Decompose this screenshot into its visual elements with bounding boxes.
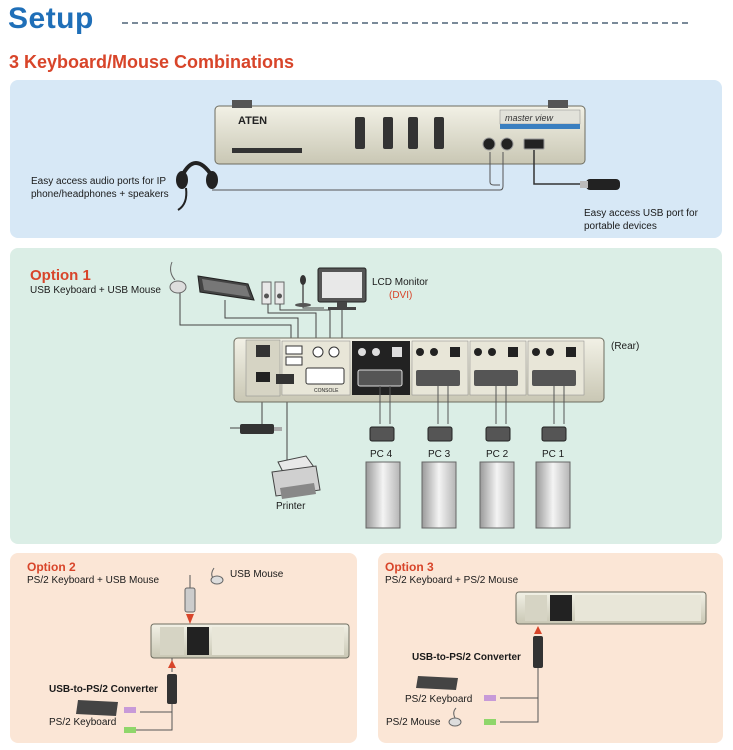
title-divider — [122, 22, 688, 24]
ps2-keyboard-icon — [76, 700, 118, 716]
option2-title: Option 2 — [27, 560, 76, 574]
port-selection-buttons — [355, 117, 444, 149]
option3-ps2-keyboard-label: PS/2 Keyboard — [405, 694, 473, 705]
pc-label-3: PC 3 — [428, 449, 451, 460]
usb-keyboard-icon — [197, 275, 255, 301]
option2-ps2-keyboard-label: PS/2 Keyboard — [49, 717, 117, 728]
usb-mouse-icon — [169, 261, 187, 294]
ps2-mouse-icon — [448, 717, 462, 727]
option3-title: Option 3 — [385, 560, 434, 574]
option3-ps2-mouse-label: PS/2 Mouse — [386, 717, 441, 728]
microphone-icon — [295, 275, 311, 307]
pc-towers — [365, 461, 571, 529]
device-model-label: master view — [505, 113, 554, 123]
ps2-keyboard-icon-2 — [416, 676, 458, 690]
section-title: 3 Keyboard/Mouse Combinations — [9, 52, 295, 72]
usb-to-ps2-converter-icon — [167, 674, 177, 704]
aten-logo: ATEN — [238, 115, 267, 127]
lcd-monitor-label: LCD Monitor — [372, 277, 429, 288]
option3-section — [378, 553, 723, 743]
option2-converter-label: USB-to-PS/2 Converter — [49, 684, 158, 695]
usb-port-label: Easy access USB port for portable device… — [584, 208, 698, 232]
kvm-rear-panel — [233, 337, 605, 403]
audio-ports-label: Easy access audio ports for IP phone/hea… — [31, 176, 169, 200]
pc-label-4: PC 4 — [370, 449, 393, 460]
pc-label-2: PC 2 — [486, 449, 509, 460]
usb-mouse-icon-2 — [210, 575, 224, 585]
option2-kvm-rear — [150, 623, 350, 659]
option3-kvm-rear — [515, 591, 707, 625]
printer-icon — [271, 455, 321, 499]
option2-usb-mouse-label: USB Mouse — [230, 569, 284, 580]
pc-connectors — [369, 426, 567, 442]
page-title: Setup — [8, 2, 94, 35]
power-adapter-icon — [240, 424, 282, 434]
console-port-label: CONSOLE — [314, 388, 339, 394]
option2-subtitle: PS/2 Keyboard + USB Mouse — [27, 575, 160, 586]
rear-label: (Rear) — [611, 341, 640, 352]
usb-to-ps2-converter-icon-2 — [533, 636, 543, 668]
lcd-monitor-icon — [317, 267, 367, 310]
headset-icon — [176, 161, 218, 211]
speakers-icon — [261, 281, 285, 305]
kvm-front-panel — [214, 100, 586, 165]
option3-subtitle: PS/2 Keyboard + PS/2 Mouse — [385, 575, 519, 586]
lcd-monitor-sublabel: (DVI) — [389, 290, 413, 301]
option1-subtitle: USB Keyboard + USB Mouse — [30, 285, 161, 296]
pc-label-1: PC 1 — [542, 449, 565, 460]
option3-converter-label: USB-to-PS/2 Converter — [412, 652, 521, 663]
printer-label: Printer — [276, 501, 306, 512]
option1-title: Option 1 — [30, 267, 91, 284]
usb-flash-drive-icon — [580, 179, 620, 190]
pc-cables — [379, 386, 565, 424]
